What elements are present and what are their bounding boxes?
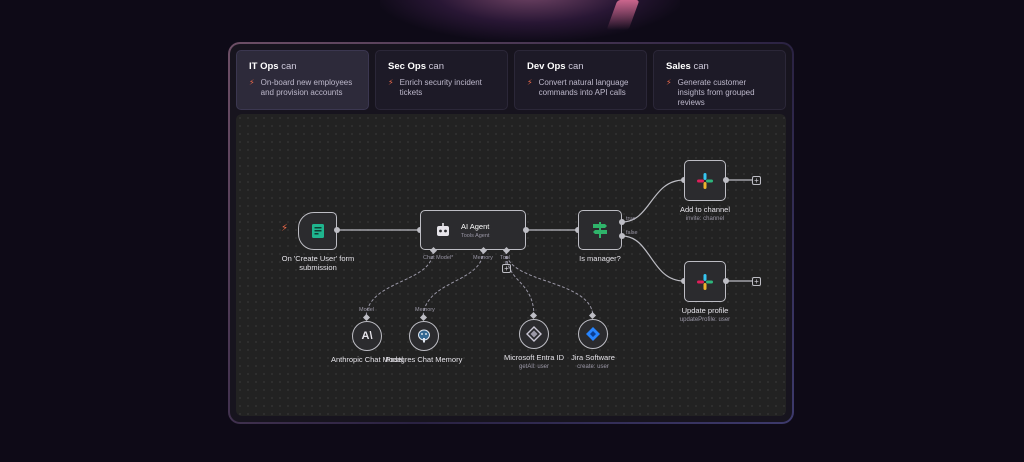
anthropic-model-node[interactable]: A\ [352, 321, 382, 351]
tab-dev-ops[interactable]: Dev Ops can ⚡ Convert natural language co… [514, 50, 647, 110]
true-branch-label: true [626, 216, 636, 222]
tab-title: IT Ops can [249, 61, 297, 72]
is-manager-node[interactable] [578, 210, 622, 250]
agent-output-port[interactable] [523, 227, 529, 233]
tab-description: Generate customer insights from grouped … [677, 78, 755, 107]
entra-sublabel: getAll: user [518, 364, 549, 371]
tab-it-ops[interactable]: IT Ops can ⚡ On-board new employees and p… [236, 50, 369, 110]
wire-tool-entra [505, 250, 535, 318]
jira-icon [586, 327, 600, 341]
tool-port-label: Tool [500, 255, 511, 261]
postgres-icon [418, 329, 430, 343]
postgres-memory-label: Postgres Chat Memory [385, 355, 463, 364]
jira-node[interactable] [578, 319, 608, 349]
lightning-icon: ⚡ [388, 78, 394, 87]
slack-update-node[interactable] [684, 261, 726, 302]
model-port-label: Model [359, 307, 374, 313]
chat-model-port-label: Chat Model* [423, 255, 454, 261]
slack-add-sublabel: invite: channel [685, 216, 725, 223]
trigger-node[interactable] [298, 212, 337, 250]
false-branch-label: false [626, 230, 638, 236]
tab-title: Sec Ops can [388, 61, 444, 72]
anthropic-icon: A\ [361, 330, 373, 342]
slack-update-plus-button[interactable]: + [752, 277, 761, 286]
slack-add-plus-button[interactable]: + [752, 176, 761, 185]
trigger-bolt-icon: ⚡ [281, 223, 289, 234]
use-case-tabs: IT Ops can ⚡ On-board new employees and p… [236, 50, 786, 110]
tab-sec-ops[interactable]: Sec Ops can ⚡ Enrich security incident ti… [375, 50, 508, 110]
postgres-memory-node[interactable] [409, 321, 439, 351]
add-tool-button[interactable]: + [502, 264, 511, 273]
tab-description: Enrich security incident tickets [399, 78, 482, 97]
workflow-frame: IT Ops can ⚡ On-board new employees and p… [228, 42, 794, 424]
slack-add-output-port[interactable] [723, 177, 729, 183]
workflow-canvas[interactable]: ⚡ On 'Create User' form submission [236, 114, 786, 416]
connection-wires [337, 179, 752, 320]
slack-update-output-port[interactable] [723, 278, 729, 284]
trigger-output-port[interactable] [334, 227, 340, 233]
lightning-icon: ⚡ [527, 78, 533, 87]
workflow-frame-inner: IT Ops can ⚡ On-board new employees and p… [230, 44, 792, 422]
entra-icon [526, 326, 542, 342]
condition-false-port[interactable] [619, 233, 625, 239]
wire-memory [422, 250, 484, 320]
slack-add-label: Add to channel invite: channel [650, 205, 760, 224]
agent-subtitle: Tools Agent [461, 232, 490, 239]
form-icon [311, 224, 324, 238]
condition-label: Is manager? [579, 254, 621, 263]
jira-sublabel: create: user [577, 364, 609, 371]
lightning-icon: ⚡ [249, 78, 255, 87]
slack-icon [697, 172, 713, 189]
jira-label: Jira Software create: user [538, 353, 648, 372]
agent-title: AI Agent [461, 221, 490, 231]
wire-condition-false [621, 235, 685, 282]
ai-agent-node[interactable]: AI Agent Tools Agent [420, 210, 526, 250]
tab-title: Dev Ops can [527, 61, 584, 72]
entra-node[interactable] [519, 319, 549, 349]
wire-condition-true [621, 179, 685, 223]
condition-true-port[interactable] [619, 219, 625, 225]
tab-title: Sales can [666, 61, 709, 72]
slack-update-sublabel: updateProfile: user [679, 317, 731, 324]
anthropic-model-label: Anthropic Chat Model [330, 355, 404, 364]
trigger-label: On 'Create User' form submission [281, 254, 355, 273]
signpost-icon [593, 222, 607, 238]
slack-icon [697, 273, 713, 290]
top-light-streak [606, 0, 640, 30]
robot-icon [437, 223, 449, 236]
wire-tool-jira [505, 250, 594, 318]
tab-sales[interactable]: Sales can ⚡ Generate customer insights fr… [653, 50, 786, 110]
entra-label: Microsoft Entra ID getAll: user [479, 353, 589, 372]
memory-node-port-label: Memory [415, 307, 435, 313]
tab-description: On-board new employees and provision acc… [260, 78, 353, 97]
memory-port-label: Memory [473, 255, 493, 261]
lightning-icon: ⚡ [666, 78, 672, 87]
wire-model [365, 250, 434, 320]
slack-add-node[interactable] [684, 160, 726, 201]
tab-description: Convert natural language commands into A… [538, 78, 629, 97]
slack-update-label: Update profile updateProfile: user [650, 306, 760, 325]
